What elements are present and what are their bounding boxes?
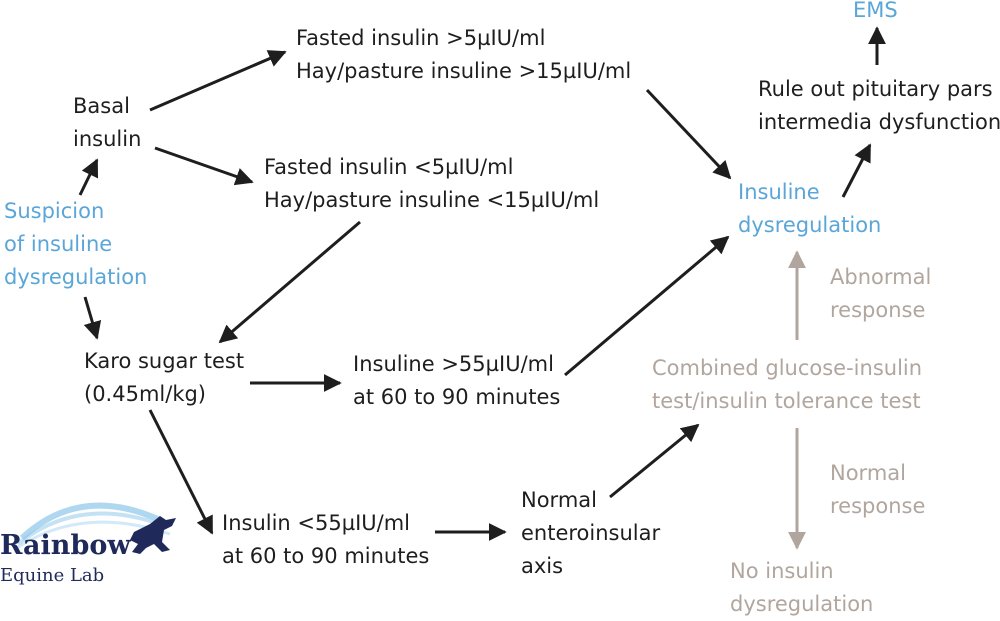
node-fasted-high: Fasted insulin >5µIU/ml Hay/pasture insu… xyxy=(296,26,632,83)
arrow-suspicion-to-karo xyxy=(83,296,102,340)
node-karo-high: Insuline >55µIU/ml at 60 to 90 minutes xyxy=(353,352,561,409)
rainbow-equine-lab-logo: Rainbow Equine Lab xyxy=(0,490,185,595)
node-insuline-dysregulation: Insuline dysregulation xyxy=(738,180,882,237)
arrow-fasted-high-to-dysregulation xyxy=(645,88,732,180)
node-combined-test: Combined glucose-insulin test/insulin to… xyxy=(652,356,923,413)
node-normal-enteroinsular-axis: Normal enteroinsular axis xyxy=(521,488,661,578)
arrow-fasted-low-to-karo xyxy=(218,220,361,344)
logo-subtitle: Equine Lab xyxy=(0,565,105,586)
node-no-insulin-dysregulation: No insulin dysregulation xyxy=(730,559,874,616)
arrow-basal-to-fasted-high xyxy=(149,50,287,112)
rainbow-horse-icon xyxy=(13,502,176,554)
logo-name: Rainbow xyxy=(0,530,131,561)
node-karo-test: Karo sugar test (0.45ml/kg) xyxy=(84,349,245,406)
arrow-suspicion-to-basal xyxy=(78,158,99,196)
node-rule-out-ppid: Rule out pituitary pars intermedia dysfu… xyxy=(758,77,1000,134)
node-basal-insulin: Basal insulin xyxy=(73,94,142,151)
node-karo-low: Insulin <55µIU/ml at 60 to 90 minutes xyxy=(222,511,430,568)
arrow-karo-to-karo-low xyxy=(148,409,214,535)
node-fasted-low: Fasted insulin <5µIU/ml Hay/pasture insu… xyxy=(264,155,600,212)
arrow-karo-high-to-dysregulation xyxy=(564,235,730,377)
label-abnormal-response: Abnormal response xyxy=(830,265,932,322)
label-normal-response: Normal response xyxy=(830,461,926,518)
arrow-dysregulation-to-ppid xyxy=(841,143,872,198)
arrow-normal-axis-to-combined xyxy=(609,423,700,499)
node-suspicion: Suspicion of insuline dysregulation xyxy=(4,199,148,289)
arrow-basal-to-fasted-low xyxy=(154,146,254,186)
node-ems: EMS xyxy=(853,0,898,22)
